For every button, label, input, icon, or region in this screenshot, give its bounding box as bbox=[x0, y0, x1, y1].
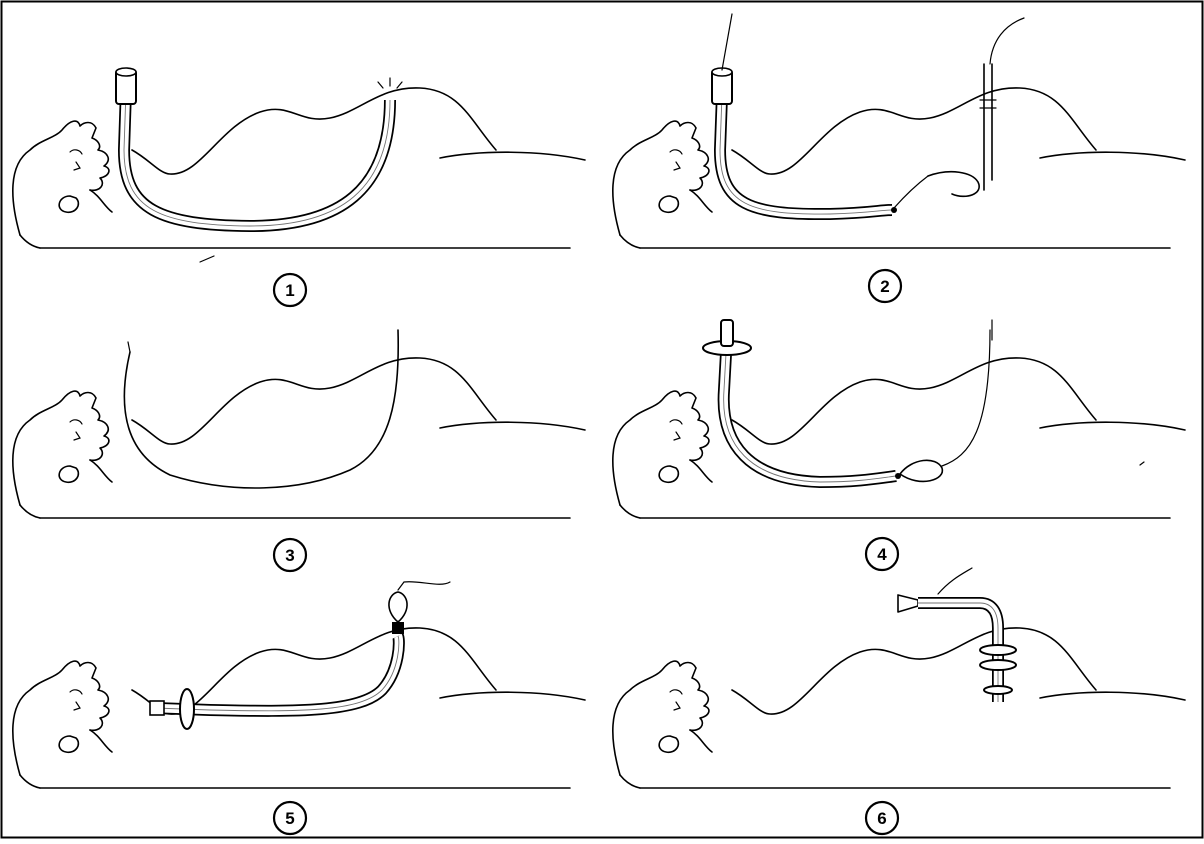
patient-outline bbox=[613, 88, 1185, 248]
panel-1: 1 bbox=[13, 68, 585, 306]
patient-outline bbox=[613, 358, 1185, 518]
panel-5: 5 bbox=[13, 582, 585, 834]
patient-outline bbox=[613, 628, 1185, 788]
panel-6: 6 bbox=[613, 568, 1185, 834]
step-number: 5 bbox=[285, 809, 294, 828]
patient-outline bbox=[13, 358, 585, 518]
panel-2: 2 bbox=[613, 14, 1185, 302]
bumper bbox=[980, 645, 1016, 655]
bumper bbox=[980, 660, 1016, 670]
panel-4: 4 bbox=[613, 320, 1185, 570]
step-number: 2 bbox=[880, 277, 889, 296]
step-number: 4 bbox=[877, 545, 887, 564]
panel-3: 3 bbox=[13, 330, 585, 571]
step-number: 6 bbox=[877, 809, 886, 828]
step-number: 3 bbox=[285, 546, 294, 565]
bumper bbox=[180, 689, 194, 729]
step-number: 1 bbox=[285, 281, 294, 300]
